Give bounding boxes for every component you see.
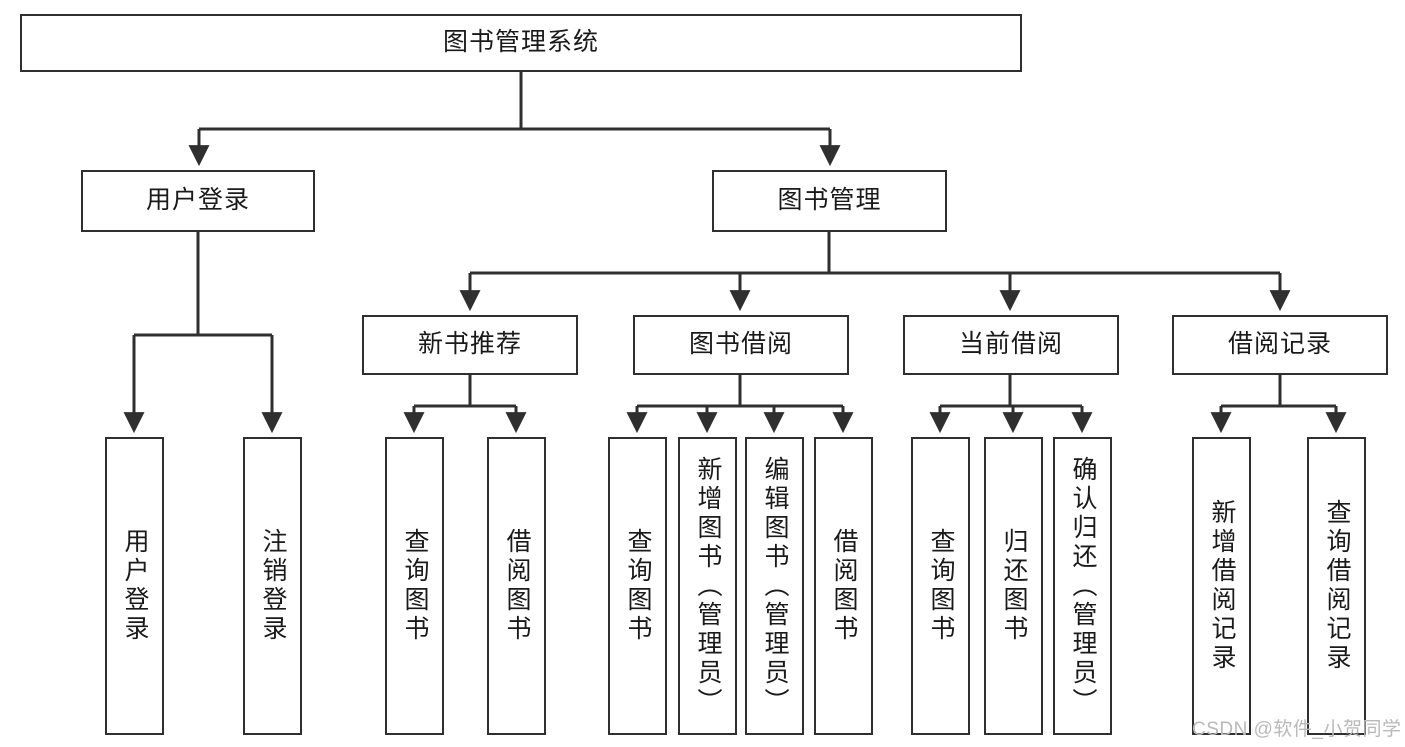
node-leaf-return-book[interactable]: 归还图书 xyxy=(984,437,1043,735)
csdn-watermark: CSDN @软件_小贺同学 xyxy=(1192,719,1402,740)
node-borrow-record[interactable]: 借阅记录 xyxy=(1172,315,1388,375)
node-current-borrow-label: 当前借阅 xyxy=(958,330,1063,359)
node-leaf-borrow-book-1-label: 借阅图书 xyxy=(503,528,531,644)
node-leaf-query-book-2[interactable]: 查询图书 xyxy=(608,437,667,735)
node-leaf-add-book-label: 新增图书（管理员） xyxy=(694,455,722,717)
node-leaf-query-record[interactable]: 查询借阅记录 xyxy=(1307,437,1366,735)
node-leaf-user-login-label: 用户登录 xyxy=(121,528,149,644)
node-user-login[interactable]: 用户登录 xyxy=(81,170,315,232)
node-leaf-borrow-book-2[interactable]: 借阅图书 xyxy=(814,437,873,735)
node-user-login-label: 用户登录 xyxy=(145,186,250,215)
node-leaf-query-book-1-label: 查询图书 xyxy=(401,528,429,644)
node-leaf-edit-book[interactable]: 编辑图书（管理员） xyxy=(745,437,804,735)
node-leaf-return-book-label: 归还图书 xyxy=(1000,528,1028,644)
node-leaf-logout[interactable]: 注销登录 xyxy=(243,437,302,735)
node-borrow-record-label: 借阅记录 xyxy=(1227,330,1332,359)
node-leaf-user-login[interactable]: 用户登录 xyxy=(105,437,164,735)
node-leaf-query-book-2-label: 查询图书 xyxy=(624,528,652,644)
node-leaf-borrow-book-1[interactable]: 借阅图书 xyxy=(487,437,546,735)
node-leaf-borrow-book-2-label: 借阅图书 xyxy=(830,528,858,644)
node-leaf-add-book[interactable]: 新增图书（管理员） xyxy=(678,437,737,735)
node-leaf-query-book-3-label: 查询图书 xyxy=(927,528,955,644)
node-new-book-recommend[interactable]: 新书推荐 xyxy=(362,315,578,375)
node-leaf-confirm-return[interactable]: 确认归还（管理员） xyxy=(1053,437,1112,735)
node-new-book-recommend-label: 新书推荐 xyxy=(417,330,522,359)
node-book-borrow-label: 图书借阅 xyxy=(688,330,793,359)
node-book-management[interactable]: 图书管理 xyxy=(712,170,947,232)
node-leaf-query-book-3[interactable]: 查询图书 xyxy=(911,437,970,735)
node-book-management-label: 图书管理 xyxy=(777,186,882,215)
node-leaf-add-record[interactable]: 新增借阅记录 xyxy=(1192,437,1251,735)
node-leaf-logout-label: 注销登录 xyxy=(259,528,287,644)
node-leaf-add-record-label: 新增借阅记录 xyxy=(1208,499,1236,673)
node-root[interactable]: 图书管理系统 xyxy=(20,14,1022,72)
node-root-label: 图书管理系统 xyxy=(442,28,599,57)
node-leaf-edit-book-label: 编辑图书（管理员） xyxy=(761,455,789,717)
node-current-borrow[interactable]: 当前借阅 xyxy=(903,315,1119,375)
node-book-borrow[interactable]: 图书借阅 xyxy=(633,315,849,375)
node-leaf-query-book-1[interactable]: 查询图书 xyxy=(385,437,444,735)
node-leaf-confirm-return-label: 确认归还（管理员） xyxy=(1069,455,1097,717)
node-leaf-query-record-label: 查询借阅记录 xyxy=(1323,499,1351,673)
